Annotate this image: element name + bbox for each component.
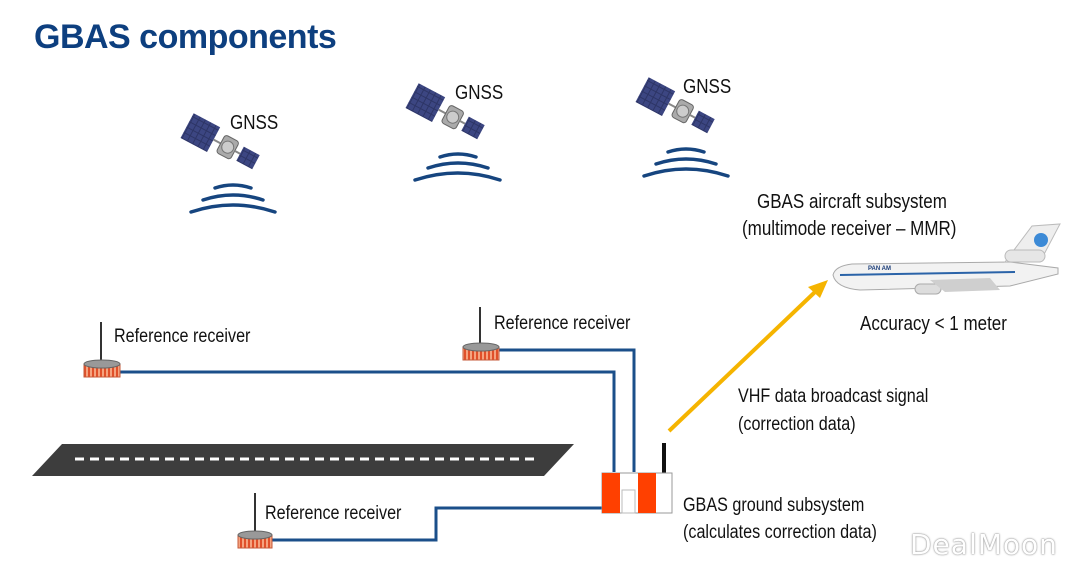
reference-receiver-2 bbox=[462, 307, 500, 361]
aircraft-livery: PAN AM bbox=[868, 266, 891, 272]
page-title: GBAS components bbox=[34, 18, 337, 56]
door-icon bbox=[621, 489, 636, 514]
data-cables bbox=[118, 348, 636, 542]
pan-am-logo-icon bbox=[1034, 233, 1048, 247]
accuracy-label: Accuracy < 1 meter bbox=[860, 313, 1007, 335]
reference-receiver-label: Reference receiver bbox=[114, 326, 251, 347]
reference-receiver-label: Reference receiver bbox=[494, 313, 631, 334]
signal-waves-icon bbox=[189, 183, 277, 214]
solar-panel-icon bbox=[180, 113, 221, 153]
satellite-label: GNSS bbox=[683, 76, 732, 98]
signal-waves-icon bbox=[642, 147, 730, 178]
vhf-broadcast-label: VHF data broadcast signal bbox=[738, 386, 929, 407]
satellite-3 bbox=[635, 77, 715, 134]
ground-subsystem-label: GBAS ground subsystem bbox=[683, 495, 865, 516]
satellite-label: GNSS bbox=[455, 82, 504, 104]
runway bbox=[32, 444, 574, 476]
signal-waves-icon bbox=[413, 152, 502, 182]
reference-receiver-1 bbox=[83, 322, 121, 378]
aircraft-subsystem-title: GBAS aircraft subsystem bbox=[757, 191, 947, 213]
satellite-1 bbox=[180, 113, 260, 170]
ground-subsystem-sublabel: (calculates correction data) bbox=[683, 522, 877, 543]
vhf-signal-arrow bbox=[667, 280, 828, 433]
satellite-label: GNSS bbox=[230, 112, 279, 134]
aircraft: PAN AM bbox=[832, 223, 1061, 295]
vhf-broadcast-sublabel: (correction data) bbox=[738, 414, 856, 435]
aircraft-subsystem-subtitle: (multimode receiver – MMR) bbox=[742, 218, 957, 240]
reference-receiver-label: Reference receiver bbox=[265, 503, 402, 524]
gbas-ground-station bbox=[601, 443, 673, 514]
watermark: DealMoon bbox=[910, 528, 1058, 561]
reference-receiver-3 bbox=[237, 493, 273, 549]
satellite-2 bbox=[405, 83, 485, 140]
